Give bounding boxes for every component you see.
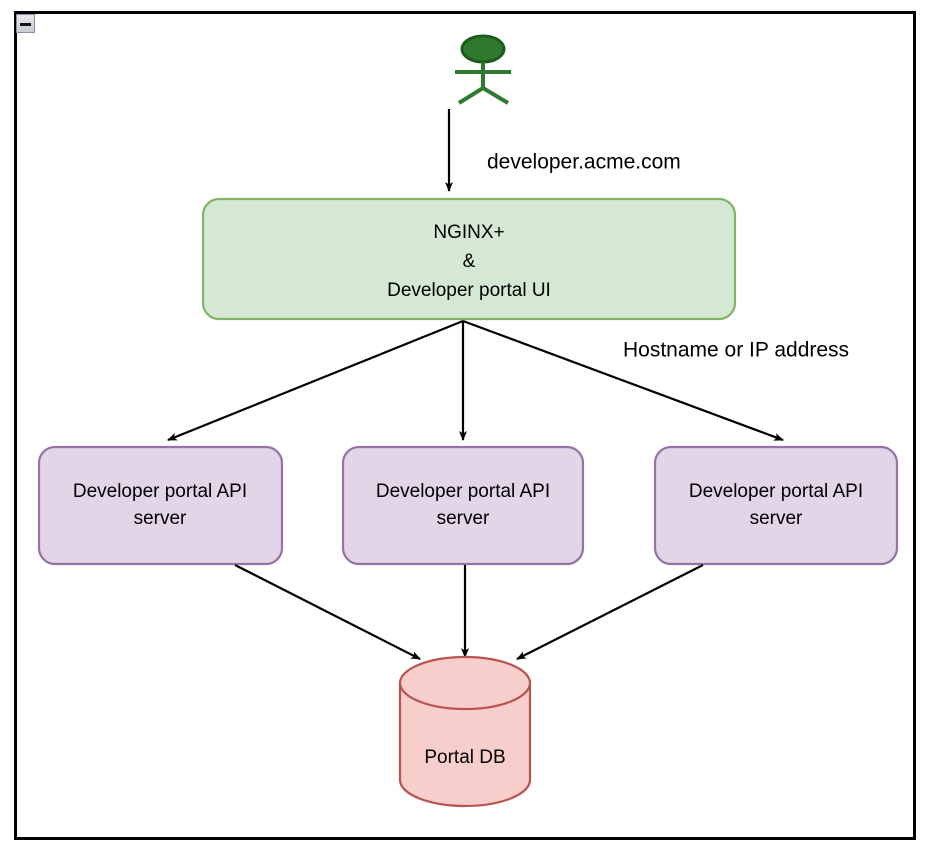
node-nginx-line-2: & [463,251,476,272]
edge-nginx-to-api-3 [462,319,784,442]
node-api-3-line-1: Developer portal API [689,481,863,502]
minus-icon [20,23,31,26]
node-api-2-line-1: Developer portal API [376,481,550,502]
node-api-1-line-1: Developer portal API [73,481,247,502]
node-api-server-3[interactable]: Developer portal API server [653,445,899,566]
edge-label-nginx-to-api: Hostname or IP address [623,339,849,362]
node-api-server-2[interactable]: Developer portal API server [341,445,585,566]
edge-api-1-to-db [234,564,421,660]
node-nginx-line-3: Developer portal UI [387,280,551,301]
node-api-1-line-2: server [134,508,187,529]
edge-api-3-to-db [516,564,704,660]
edge-label-actor-to-nginx: developer.acme.com [487,151,681,174]
edge-nginx-to-api-1 [167,319,464,442]
node-api-3-line-2: server [750,508,803,529]
node-api-server-1[interactable]: Developer portal API server [37,445,284,566]
node-api-2-line-2: server [437,508,490,529]
node-nginx-portal-ui[interactable]: NGINX+ & Developer portal UI [201,197,737,321]
node-nginx-line-1: NGINX+ [433,222,504,243]
collapse-button[interactable] [16,14,35,33]
node-portal-db[interactable]: Portal DB [398,655,532,808]
node-portal-db-label: Portal DB [424,747,505,768]
developer-actor-icon [455,34,511,105]
